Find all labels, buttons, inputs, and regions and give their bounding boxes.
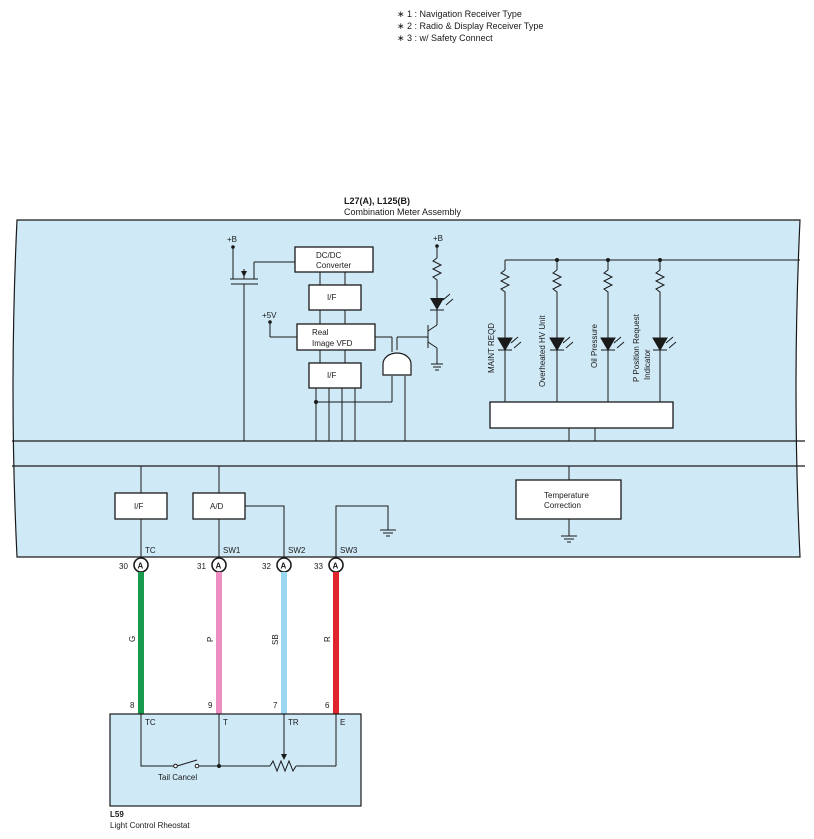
note-1: ∗ 1 : Navigation Receiver Type — [397, 9, 522, 19]
rheostat-terminal-e: E — [340, 718, 345, 727]
if-bottom-label: I/F — [134, 502, 143, 511]
wire-pink — [216, 572, 222, 714]
rheostat-name: Light Control Rheostat — [110, 821, 190, 830]
wire-code-sb: SB — [271, 634, 280, 645]
connector-id-32: A — [281, 562, 287, 571]
rheostat-terminal-tr: TR — [288, 718, 299, 727]
dcdc-label-1: DC/DC — [316, 251, 342, 260]
if-top-label: I/F — [327, 293, 336, 302]
note-3: ∗ 3 : w/ Safety Connect — [397, 33, 493, 43]
temp-label-1: Temperature — [544, 491, 589, 500]
if-box-mid — [308, 362, 362, 389]
indicator-circuits — [499, 260, 677, 402]
and-gate — [382, 352, 412, 376]
connector-id-31: A — [216, 562, 222, 571]
rheostat-code: L59 — [110, 810, 124, 819]
terminal-tc: TC — [145, 546, 156, 555]
meter-code: L27(A), L125(B) — [344, 196, 410, 206]
if-mid-label: I/F — [327, 371, 336, 380]
temperature-correction-box — [515, 479, 622, 520]
indicator-label-p-position: P Position Request — [632, 313, 641, 382]
power-switch — [230, 247, 295, 441]
harness-wires — [138, 572, 339, 714]
connectors: 30 A 31 A 32 A 33 A — [119, 557, 344, 573]
dcdc-converter-box — [294, 246, 374, 273]
temp-ground — [561, 519, 577, 543]
wire-code-g: G — [128, 636, 137, 642]
combination-meter-body — [12, 219, 801, 558]
wire-code-p: P — [206, 637, 215, 642]
if-box-top — [308, 284, 362, 311]
temp-label-2: Correction — [544, 501, 581, 510]
rheostat-pin-6: 6 — [325, 701, 330, 710]
indicator-label-oil-pressure: Oil Pressure — [590, 323, 599, 368]
if-bus-wires — [315, 388, 392, 441]
vfd-label-1: Real — [312, 328, 329, 337]
supply-b-label: +B — [227, 235, 237, 244]
rheostat-terminal-t: T — [223, 718, 228, 727]
connector-id-30: A — [138, 562, 144, 571]
vfd-label-2: Image VFD — [312, 339, 353, 348]
terminal-sw2: SW2 — [288, 546, 306, 555]
indicator-driver-box — [489, 401, 674, 429]
indicator-label-overheated-hv: Overheated HV Unit — [538, 315, 547, 387]
terminal-sw1: SW1 — [223, 546, 241, 555]
rheostat-pin-8: 8 — [130, 701, 135, 710]
wire-sky-blue — [281, 572, 287, 714]
tail-cancel-label: Tail Cancel — [158, 773, 197, 782]
rheostat-terminal-tc: TC — [145, 718, 156, 727]
rheostat-pin-9: 9 — [208, 701, 213, 710]
connector-pin-33: 33 — [314, 562, 323, 571]
sw3-ground — [335, 505, 396, 557]
wire-green — [138, 572, 144, 714]
dcdc-label-2: Converter — [316, 261, 351, 270]
ad-label: A/D — [210, 502, 224, 511]
supply-b2-label: +B — [433, 234, 443, 243]
vfd-box — [296, 323, 376, 351]
terminal-sw3: SW3 — [340, 546, 358, 555]
meter-name: Combination Meter Assembly — [344, 207, 462, 217]
connector-pin-30: 30 — [119, 562, 128, 571]
if-box-bottom — [114, 492, 168, 520]
wire-red — [333, 572, 339, 714]
light-control-rheostat-body — [109, 713, 362, 807]
note-2: ∗ 2 : Radio & Display Receiver Type — [397, 21, 543, 31]
connector-id-33: A — [333, 562, 339, 571]
rheostat-pin-7: 7 — [273, 701, 278, 710]
connector-pin-32: 32 — [262, 562, 271, 571]
wire-code-r: R — [323, 636, 332, 642]
supply-5v-label: +5V — [262, 311, 277, 320]
rheostat-circuit — [140, 714, 337, 773]
indicator-label-maint-reqd: MAINT REQD — [487, 323, 496, 373]
indicator-label-p-position-2: Indicator — [643, 349, 652, 380]
indicator-leds — [497, 337, 668, 351]
notes-legend: ∗ 1 : Navigation Receiver Type ∗ 2 : Rad… — [397, 9, 543, 43]
led-driver — [427, 246, 454, 371]
connector-pin-31: 31 — [197, 562, 206, 571]
